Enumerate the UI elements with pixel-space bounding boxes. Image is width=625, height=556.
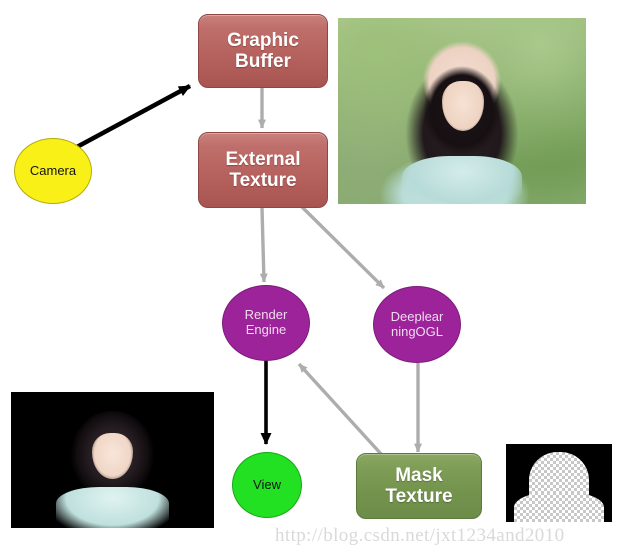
node-deeplearning-ogl[interactable]: Deeplear ningOGL [373, 286, 461, 363]
camera-frame-preview-image [338, 18, 586, 204]
node-view-label: View [253, 476, 281, 492]
node-external-texture[interactable]: External Texture [198, 132, 328, 208]
rendered-output-preview-image [11, 392, 214, 528]
preview-face-shape [442, 81, 485, 132]
node-render-engine-label: Render Engine [244, 307, 288, 337]
node-external-texture-label: External Texture [225, 148, 301, 191]
edge-external-texture-to-render-engine [259, 207, 268, 283]
preview-garment-shape [402, 155, 522, 204]
node-deeplearning-ogl-label: Deeplear ningOGL [390, 308, 444, 339]
node-camera[interactable]: Camera [14, 138, 92, 204]
node-mask-texture-label: Mask Texture [385, 464, 453, 507]
preview-garment-shape [55, 487, 170, 528]
edge-camera-to-graphic-buffer [73, 84, 192, 150]
node-graphic-buffer[interactable]: Graphic Buffer [198, 14, 328, 88]
rendered-output-preview [11, 392, 214, 528]
mask-preview [506, 444, 612, 522]
node-camera-label: Camera [29, 162, 77, 178]
camera-frame-preview [338, 18, 586, 204]
node-render-engine[interactable]: Render Engine [222, 285, 310, 361]
edge-external-texture-to-deeplearning-ogl [298, 203, 386, 290]
node-graphic-buffer-label: Graphic Buffer [227, 29, 299, 72]
mask-preview-image [506, 444, 612, 522]
edge-mask-texture-to-render-engine [297, 362, 384, 457]
mask-shoulders-shape [514, 492, 604, 522]
preview-face-shape [92, 432, 133, 480]
node-mask-texture[interactable]: Mask Texture [356, 453, 482, 519]
node-view[interactable]: View [232, 452, 302, 518]
watermark-text: http://blog.csdn.net/jxt1234and2010 [275, 525, 565, 546]
